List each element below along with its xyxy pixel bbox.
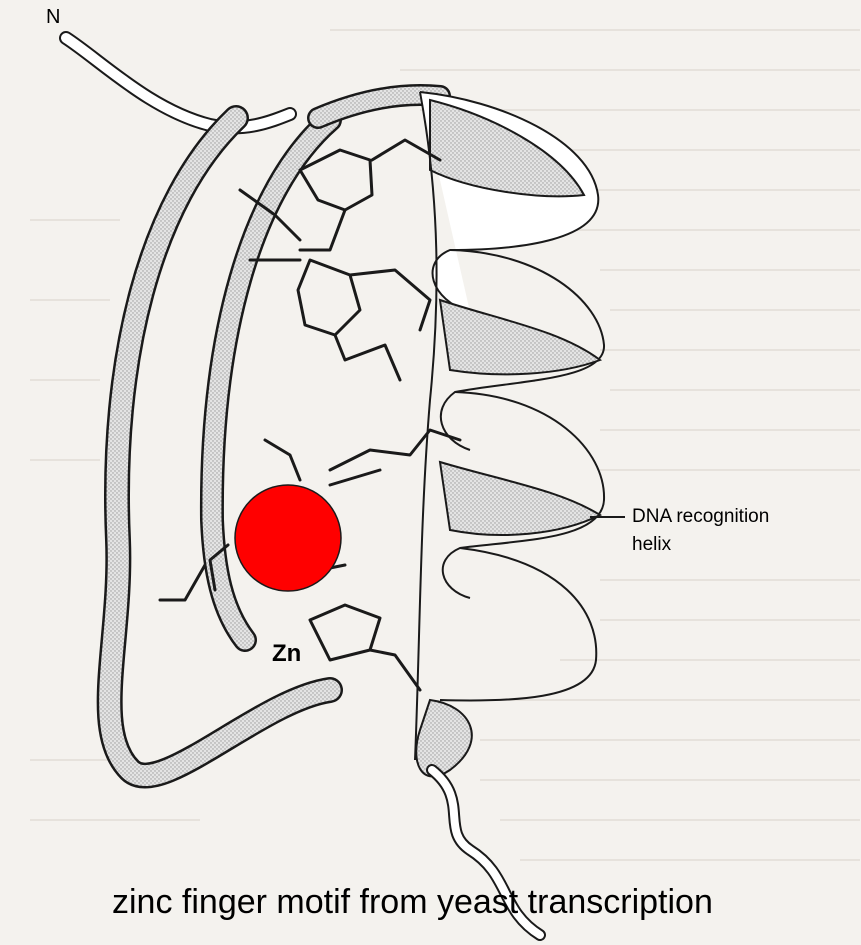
dna-recognition-helix-label: DNA recognition helix — [632, 503, 769, 559]
n-terminus-label: N — [46, 6, 60, 29]
zinc-label: Zn — [272, 640, 301, 668]
zinc-atom — [235, 485, 341, 591]
dna-recognition-label-line1: DNA recognition — [632, 503, 769, 531]
figure-caption: zinc finger motif from yeast transcripti… — [112, 883, 713, 922]
dna-recognition-label-line2: helix — [632, 531, 769, 559]
